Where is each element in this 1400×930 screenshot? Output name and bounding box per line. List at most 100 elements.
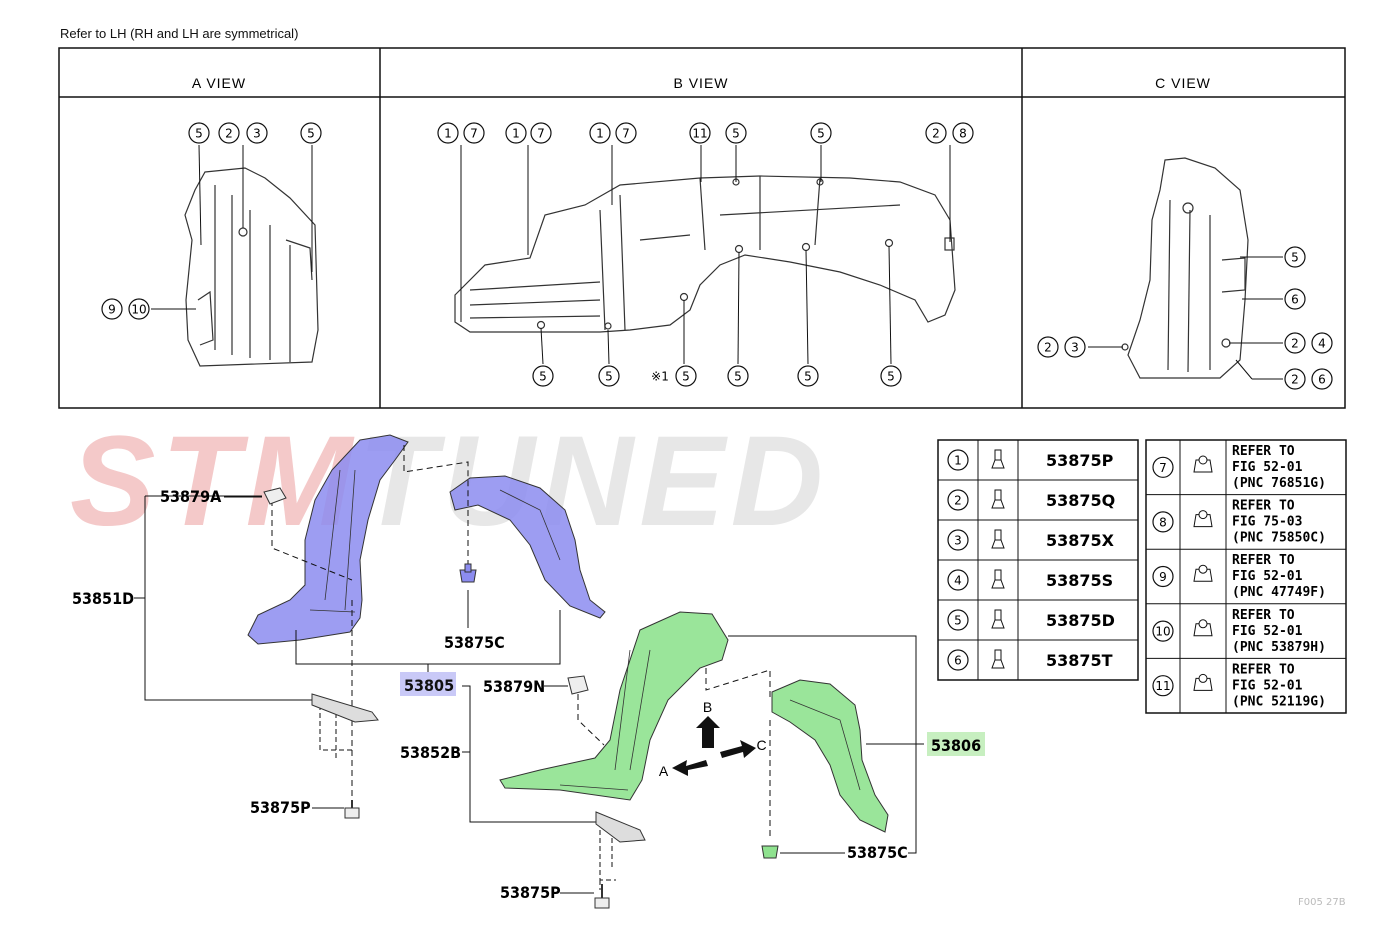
clip-icon [1193,619,1213,637]
b-callout-9-text: 2 [932,127,940,141]
legend-left-code-3: 53875S [1046,571,1113,590]
a-callout-5: 10 [128,298,150,320]
c-callout-4: 2 [1284,332,1306,354]
c-callout-5: 4 [1311,332,1333,354]
c-callout-7: 6 [1311,368,1333,390]
legend-right-num-1: 8 [1152,511,1174,533]
arrow-b-label: B [703,699,713,715]
c-callout-4-text: 2 [1291,337,1299,351]
fastener-icon [991,569,1005,589]
legend-left-code-4: 53875D [1046,611,1115,630]
a-callout-2: 3 [246,122,268,144]
c-callout-1-text: 6 [1291,293,1299,307]
a-view-liner-drawing [184,167,319,367]
c-callout-2-text: 2 [1044,341,1052,355]
fastener-icon [991,529,1005,549]
b-callout-16-text: 5 [804,370,812,384]
b-callout-1: 7 [463,122,485,144]
legend-left-num-3-text: 4 [954,574,962,588]
b-callout-8: 5 [810,122,832,144]
legend-left-code-5: 53875T [1046,651,1113,670]
b-callout-12: 5 [598,365,620,387]
legend-right-l1-4: REFER TO [1232,662,1295,677]
b-view-liner-drawing [454,175,956,333]
legend-left-num-0: 1 [947,449,969,471]
c-callout-2: 2 [1037,336,1059,358]
a-callout-3-text: 5 [307,127,315,141]
a-callout-1: 2 [218,122,240,144]
c-view-leaders [1088,256,1283,380]
legend-left-code-2: 53875X [1046,531,1115,550]
legend-right-num-4-text: 11 [1155,679,1170,693]
legend-left-num-2: 3 [947,529,969,551]
b-callout-10: 8 [952,122,974,144]
clip-icon [1193,455,1213,473]
b-view-leaders [460,145,951,365]
legend-left-code-1: 53875Q [1046,491,1115,510]
legend-left-num-2-text: 3 [954,534,962,548]
label-53852b: 53852B [400,743,461,762]
legend-left-num-3: 4 [947,569,969,591]
a-view-title: A VIEW [192,75,246,91]
b-callout-14-text: 5 [682,370,690,384]
legend-right-num-3: 10 [1152,620,1174,642]
legend-right-num-0-text: 7 [1159,461,1167,475]
b-view-title: B VIEW [673,75,728,91]
label-53806: 53806 [931,736,981,755]
c-callout-0-text: 5 [1291,251,1299,265]
legend-right-l2-0: FIG 52-01 [1232,460,1303,475]
arrow-a-label: A [659,763,669,779]
clip-icon [1193,564,1213,582]
b-callout-12-text: 5 [605,370,613,384]
clip-53879a-icon [263,487,287,505]
b-callout-11-text: 5 [539,370,547,384]
b-callout-5: 7 [615,122,637,144]
b-callout-13: ※1 [651,370,669,384]
highlight-53806 [927,732,985,756]
arrow-b-icon [696,716,720,748]
green-liner-rear [771,679,889,833]
a-callout-4: 9 [101,298,123,320]
highlight-53805 [400,672,456,696]
bracket-left [311,693,379,723]
b-callout-8-text: 5 [817,127,825,141]
a-callout-3: 5 [300,122,322,144]
legend-right-l1-1: REFER TO [1232,499,1295,514]
b-callout-4: 1 [589,122,611,144]
a-view-leaders [151,144,313,310]
b-callout-10-text: 8 [959,127,967,141]
arrow-a-icon [672,760,708,776]
legend-left-num-0-text: 1 [954,454,962,468]
b-callout-6-text: 11 [692,127,707,141]
legend-right-l1-2: REFER TO [1232,553,1295,568]
legend-left-num-1: 2 [947,489,969,511]
legend-left-num-4-text: 5 [954,614,962,628]
blue-assembly-lines [134,445,561,800]
c-callout-7-text: 6 [1318,373,1326,387]
c-callout-1: 6 [1284,288,1306,310]
part-labels: 53879A 53851D 53875C 53805 53879N 53852B… [72,487,981,902]
blue-liner-rear [449,475,606,619]
symmetry-note: Refer to LH (RH and LH are symmetrical) [60,26,299,41]
clip-53875c-top-icon [459,563,477,583]
fastener-icon [991,649,1005,669]
b-callout-1-text: 7 [470,127,478,141]
legend-left-code-0: 53875P [1046,451,1114,470]
fastener-icon [991,489,1005,509]
b-callout-9: 2 [925,122,947,144]
legend-right-num-2-text: 9 [1159,570,1167,584]
label-53875c-top: 53875C [444,633,505,652]
clip-icon [1193,510,1213,528]
b-callout-17-text: 5 [887,370,895,384]
b-callout-2-text: 1 [512,127,520,141]
b-callout-5-text: 7 [622,127,630,141]
c-callout-5-text: 4 [1318,337,1326,351]
label-53805: 53805 [404,676,454,695]
b-callout-17: 5 [880,365,902,387]
label-53875p-left: 53875P [250,798,311,817]
bolt-53875p-bottom-icon [594,884,610,909]
